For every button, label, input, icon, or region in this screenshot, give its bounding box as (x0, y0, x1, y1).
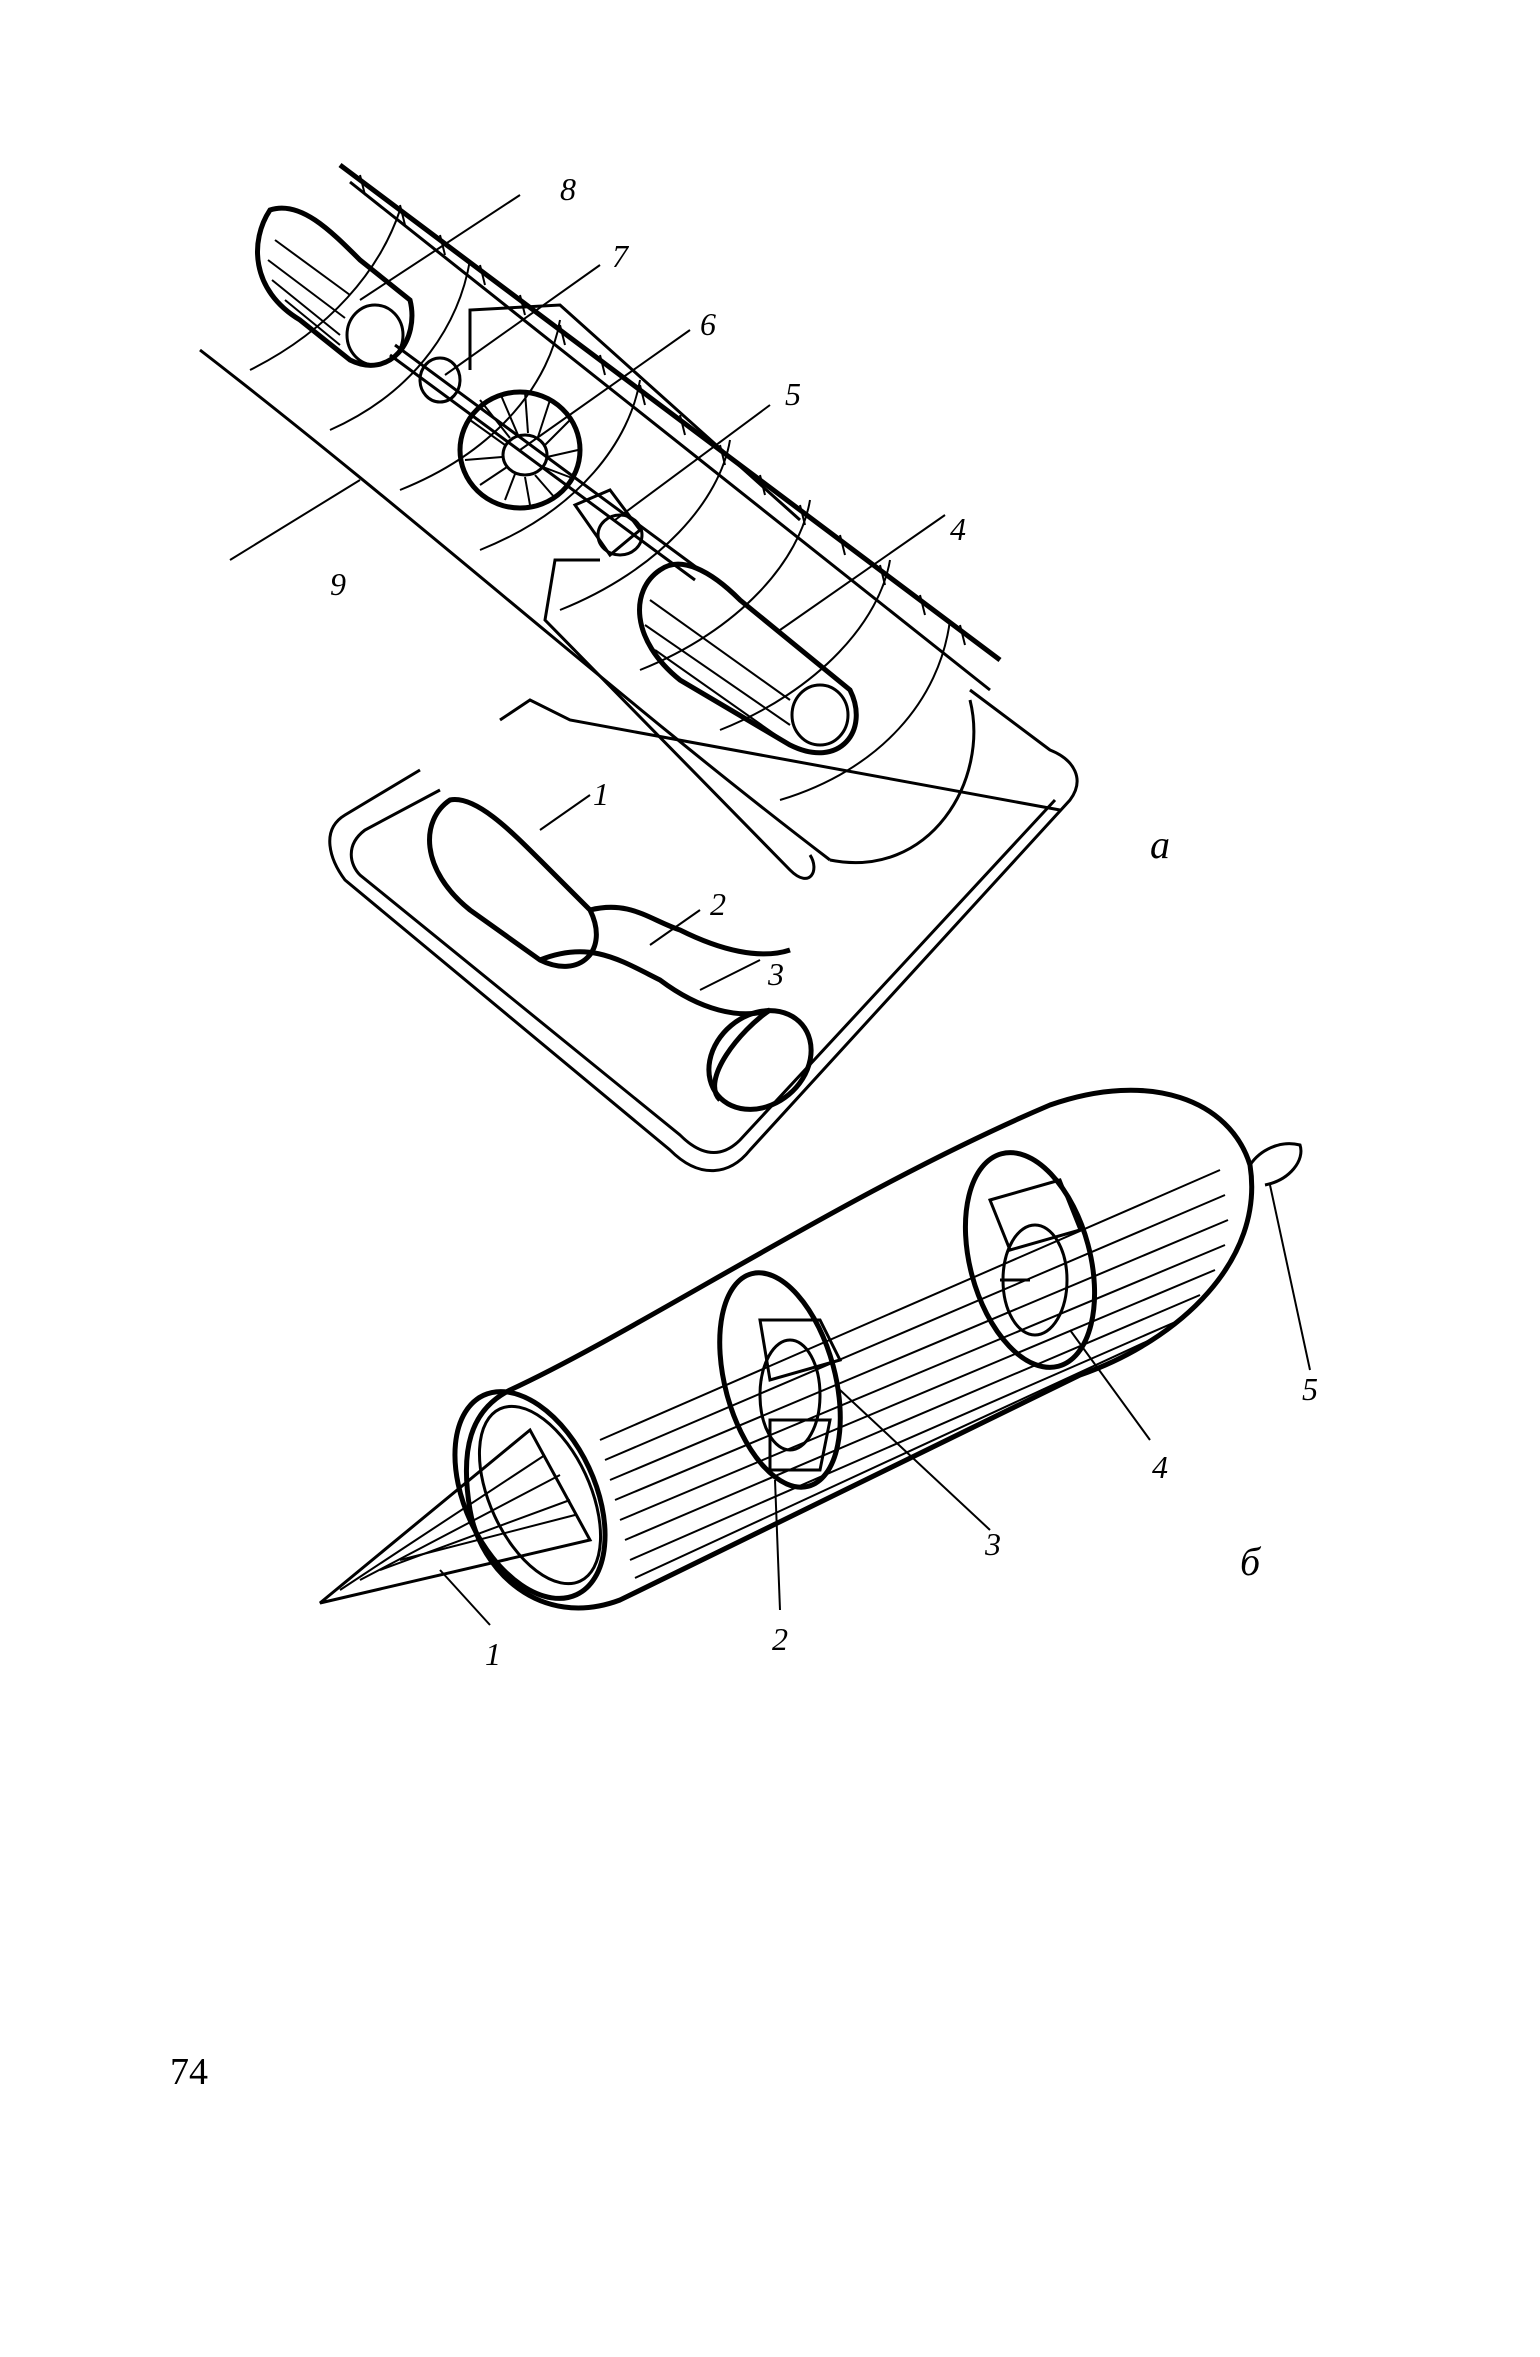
callout-b-2: 2 (772, 1621, 788, 1657)
component-4-capsule (637, 561, 859, 756)
subfigure-label-a: а (1150, 822, 1170, 867)
callout-b-1: 1 (485, 1636, 501, 1672)
component-6-turbine-wheel (457, 389, 583, 511)
callout-a-7: 7 (612, 238, 630, 274)
callout-a-3: 3 (767, 956, 784, 992)
component-5-pump (572, 488, 644, 558)
callout-a-9: 9 (330, 566, 346, 602)
component-8-cylinder (255, 205, 415, 368)
component-1-nose-cone (319, 1427, 593, 1605)
callout-b-3: 3 (984, 1526, 1001, 1562)
component-4-turbine-window (962, 1150, 1098, 1370)
figure-a-schematic: 8 7 6 5 4 9 1 2 3 а (199, 163, 1170, 1173)
component-9-shell (229, 479, 361, 561)
component-1-combustion-chamber (427, 797, 599, 969)
callout-b-5: 5 (1302, 1371, 1318, 1407)
callout-a-1: 1 (593, 776, 609, 812)
component-5-tail-cone (1248, 1142, 1303, 1187)
subfigure-label-b: б (1240, 1539, 1262, 1584)
callout-a-6: 6 (700, 306, 716, 342)
callout-a-2: 2 (710, 886, 726, 922)
callout-a-8: 8 (560, 171, 576, 207)
callout-a-5: 5 (785, 376, 801, 412)
callout-b-4: 4 (1152, 1449, 1168, 1485)
component-7-gear (418, 356, 462, 404)
component-2-3-compressor-window (717, 1270, 843, 1490)
page-number: 74 (170, 2051, 208, 2093)
component-2-nozzle (539, 904, 814, 1112)
figure-b-ramjet: 1 2 3 4 5 б (319, 1087, 1318, 1672)
callout-a-4: 4 (950, 511, 966, 547)
